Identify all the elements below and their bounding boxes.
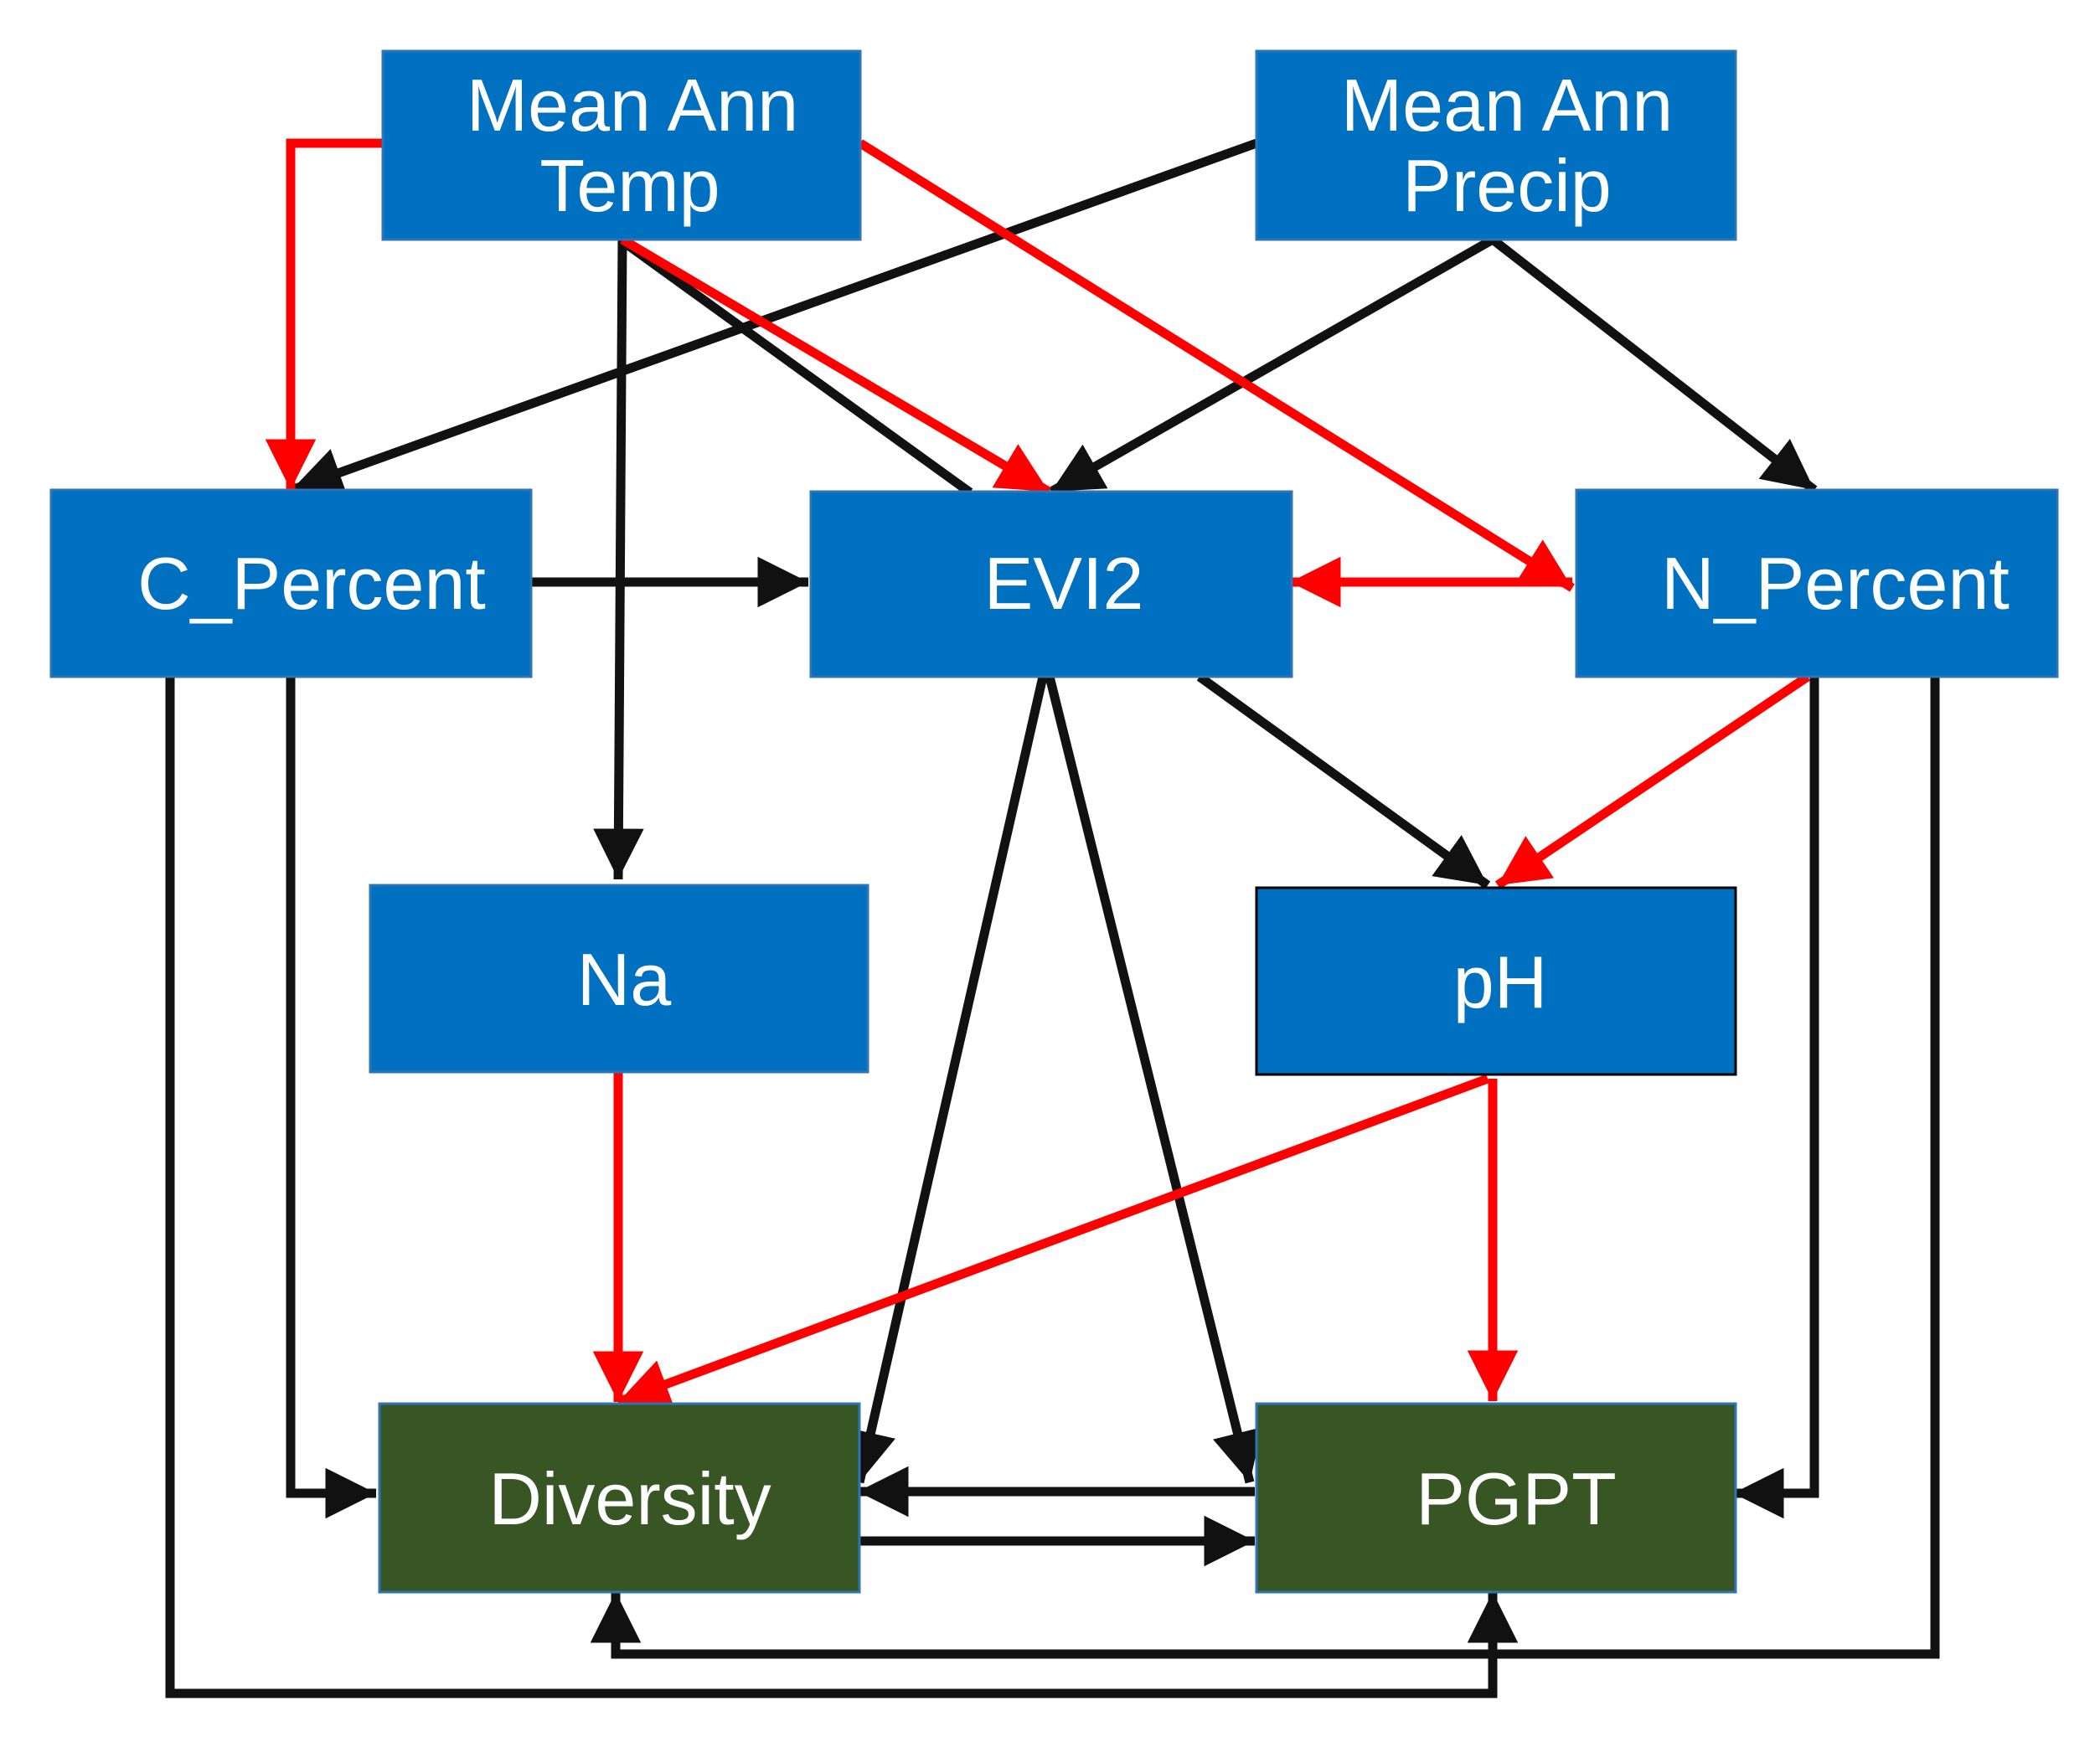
edge-precip-to-evi2: [1049, 235, 1495, 496]
edge-temp-to-na: [593, 239, 644, 880]
edge-npercent-to-ph: [1494, 673, 1811, 889]
edge-npercent-to-diversity: [590, 670, 1940, 1659]
edge-cpercent-to-pgpt: [165, 677, 1519, 1698]
node-c-percent: C_Percent: [49, 488, 533, 678]
node-mean-ann-temp-line2: Temp: [539, 144, 720, 227]
edge-temp-to-evi2-red: [620, 235, 1051, 496]
node-mean-ann-temp: Mean Ann Temp: [381, 49, 862, 241]
edge-temp-to-cpercent: [265, 138, 383, 490]
node-mean-ann-temp-line1: Mean Ann: [467, 64, 798, 147]
node-pgpt-label: PGPT: [1416, 1457, 1617, 1540]
node-evi2-label: EVI2: [984, 542, 1144, 625]
edge-evi2-to-pgpt: [1045, 675, 1262, 1484]
node-mean-ann-precip-line1: Mean Ann: [1341, 64, 1673, 147]
node-ph: pH: [1255, 886, 1737, 1076]
node-n-percent: N_Percent: [1575, 488, 2059, 678]
node-mean-ann-precip-line2: Precip: [1402, 144, 1611, 227]
edge-ph-to-diversity: [617, 1074, 1489, 1409]
node-na: Na: [369, 884, 869, 1074]
node-mean-ann-precip: Mean Ann Precip: [1255, 49, 1737, 241]
edge-cpercent-to-diversity: [286, 677, 376, 1519]
edge-temp-to-evi2-black: [625, 241, 973, 497]
node-evi2: EVI2: [809, 490, 1293, 678]
edge-precip-to-cpercent: [290, 138, 1258, 497]
node-c-percent-label: C_Percent: [137, 542, 486, 625]
node-diversity: Diversity: [378, 1402, 861, 1594]
node-na-label: Na: [577, 938, 672, 1021]
node-ph-label: pH: [1453, 941, 1548, 1023]
edge-evi2-to-diversity: [845, 675, 1048, 1484]
edge-npercent-to-pgpt: [1733, 677, 1819, 1519]
edge-temp-to-npercent: [858, 139, 1575, 592]
edge-evi2-to-ph: [1196, 673, 1491, 889]
edge-precip-to-npercent: [1489, 235, 1818, 494]
node-n-percent-label: N_Percent: [1661, 542, 2010, 625]
node-diversity-label: Diversity: [488, 1457, 771, 1540]
node-pgpt: PGPT: [1255, 1402, 1737, 1594]
